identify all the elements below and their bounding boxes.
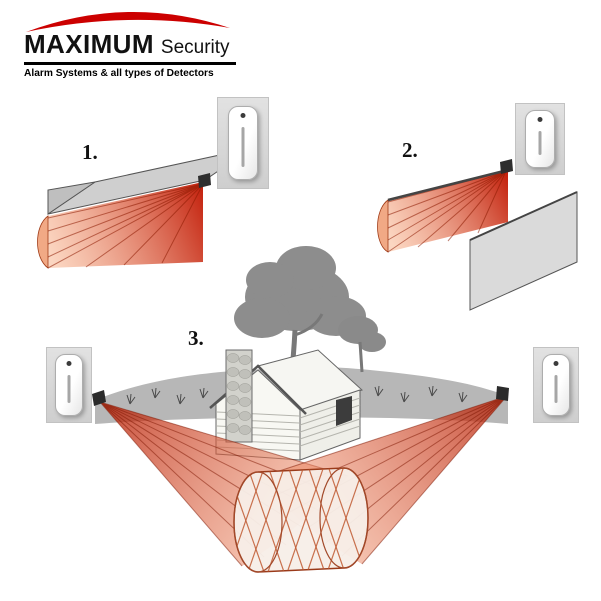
beam-barrel xyxy=(233,467,369,573)
stone-chimney xyxy=(225,349,253,443)
detector-mark xyxy=(500,159,513,174)
curtain-detector-photo-right xyxy=(533,347,579,423)
detector-lens xyxy=(240,113,246,119)
gable-log-lines xyxy=(216,411,300,452)
detector-device xyxy=(55,354,83,416)
grass-tufts xyxy=(126,385,468,405)
canopy-gable xyxy=(47,181,96,215)
return-wall-top-edge xyxy=(469,191,578,241)
detector-lens xyxy=(66,361,72,367)
detector-mark xyxy=(198,173,211,188)
logo: MAXIMUM Security Alarm Systems & all typ… xyxy=(24,8,236,79)
detector-lens xyxy=(553,361,559,367)
log-cabin xyxy=(209,349,363,461)
logo-swoosh-icon xyxy=(26,11,230,32)
curtain-detector-photo-2 xyxy=(515,103,565,175)
detector-slot xyxy=(538,130,542,156)
detector-mark-right xyxy=(496,386,509,401)
detector-lens xyxy=(537,116,543,122)
figure-1-label: 1. xyxy=(82,140,98,164)
curtain-detector-photo-1 xyxy=(217,97,269,189)
wall-top-edge xyxy=(387,168,509,202)
detector-device xyxy=(227,106,259,180)
figure-2-label: 2. xyxy=(402,138,418,162)
logo-divider xyxy=(24,62,236,65)
dark-window xyxy=(336,396,352,426)
detector-slot xyxy=(554,375,558,403)
figure-3-perimeter-diagram xyxy=(92,246,509,573)
figure-3-label: 3. xyxy=(188,326,204,350)
logo-brand-suffix: Security xyxy=(160,37,230,58)
figure-1-curtain-diagram xyxy=(37,147,253,269)
figure-2-curtain-diagram xyxy=(377,159,578,311)
beam-curved-edge xyxy=(37,215,49,269)
logo-brand: MAXIMUM xyxy=(24,29,154,59)
left-beam-rays xyxy=(99,401,349,567)
detector-slot xyxy=(241,127,245,167)
logo-tagline: Alarm Systems & all types of Detectors xyxy=(24,68,214,79)
detector-device xyxy=(542,354,570,416)
curtain-detector-photo-left xyxy=(46,347,92,423)
tree-small xyxy=(338,316,386,373)
right-beam-rays xyxy=(257,395,508,565)
logo-text-row: MAXIMUM Security xyxy=(24,29,236,60)
tree-large xyxy=(234,246,366,379)
detector-mark-left xyxy=(92,390,106,406)
detector-slot xyxy=(67,375,71,403)
side-log-lines xyxy=(299,397,361,447)
beam-curved-edge xyxy=(377,199,389,253)
beam-rays xyxy=(47,183,204,269)
detector-device xyxy=(525,109,555,169)
